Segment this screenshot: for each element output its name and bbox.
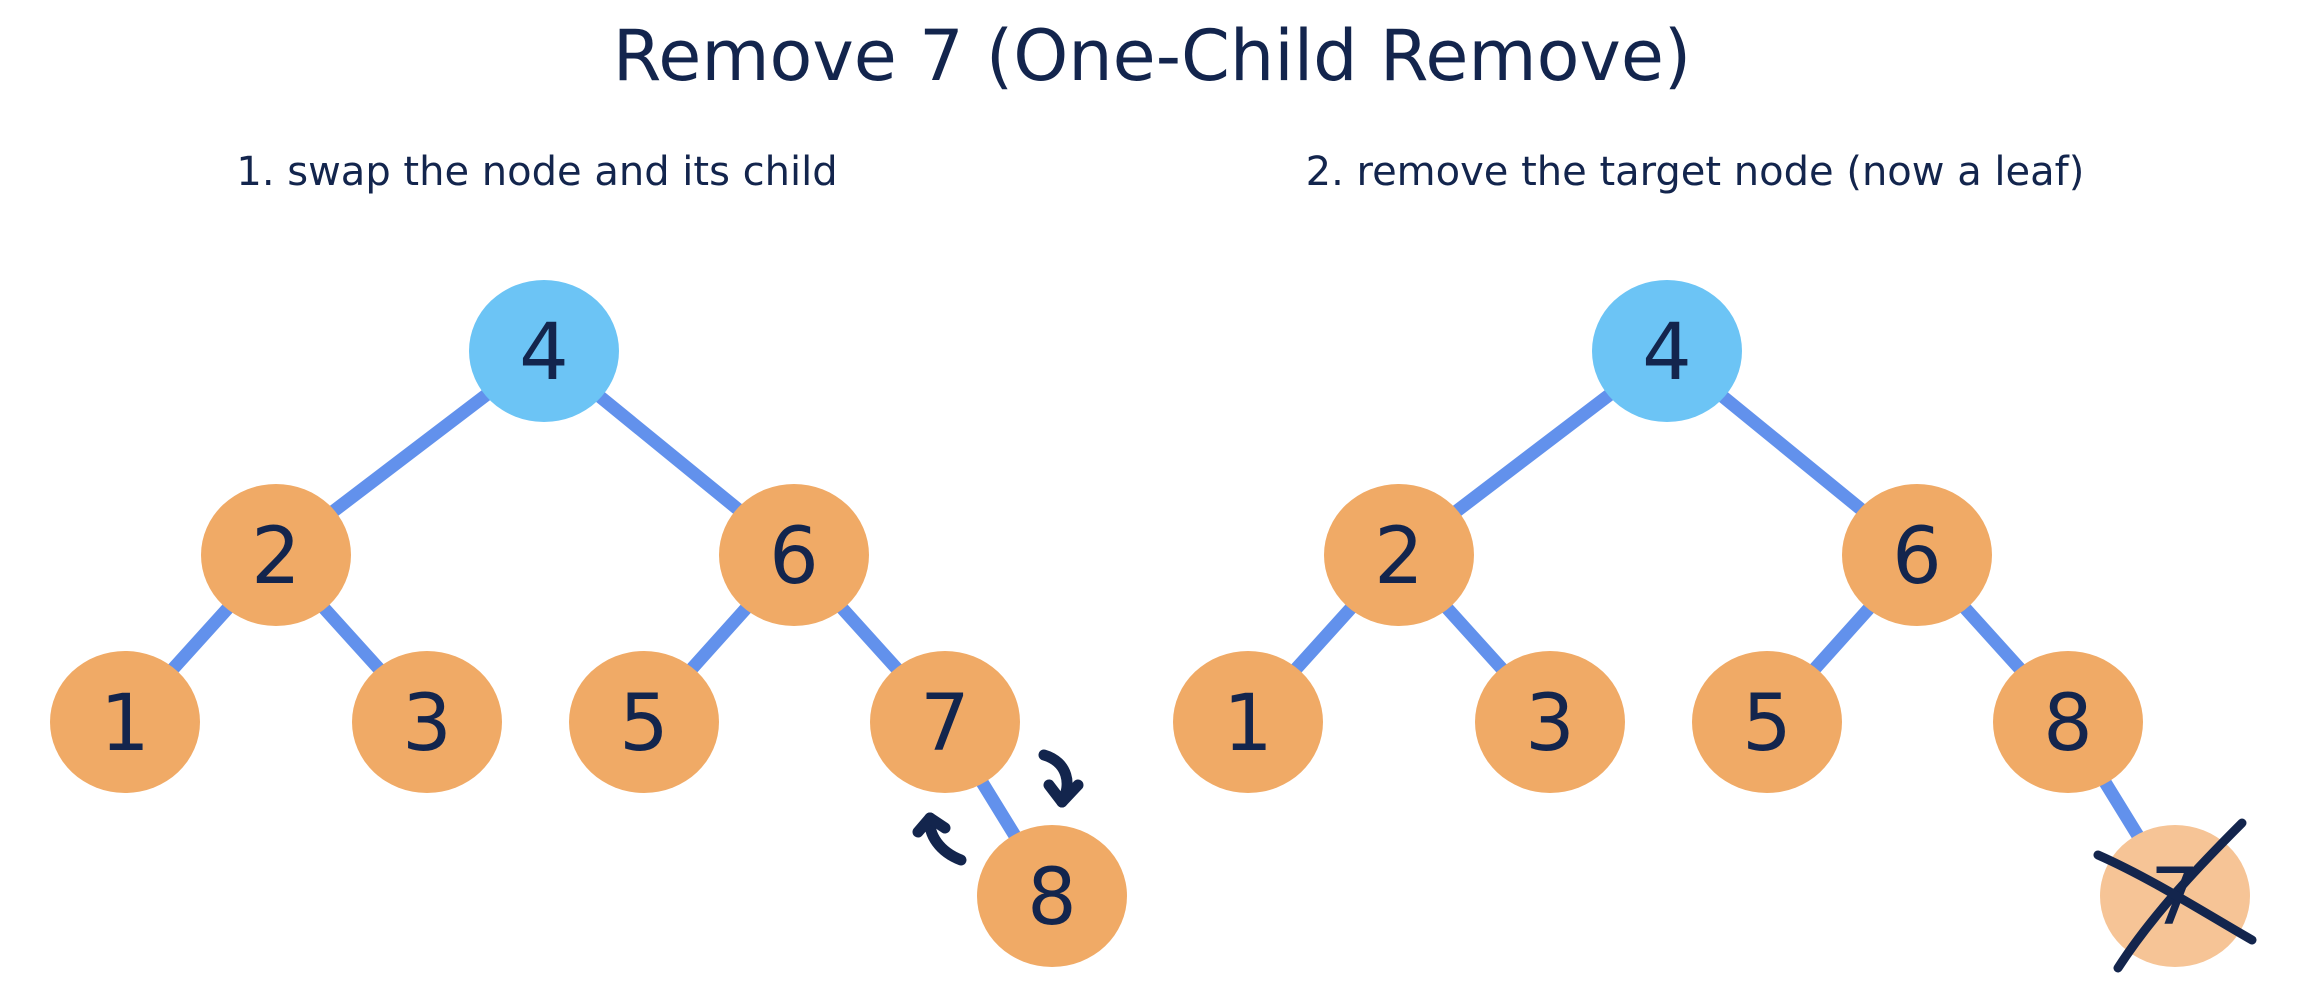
node-circle — [1993, 651, 2143, 793]
node-label: 4 — [1642, 308, 1692, 398]
tree-node-8: 8 — [1993, 651, 2143, 793]
node-label: 1 — [1223, 679, 1273, 769]
tree-node-1: 1 — [1173, 651, 1323, 793]
node-label: 5 — [619, 679, 669, 769]
tree-node-4: 4 — [469, 280, 619, 422]
diagram-title: Remove 7 (One-Child Remove) — [613, 15, 1691, 97]
tree-node-7: 7 — [870, 651, 1020, 793]
node-label: 8 — [2043, 679, 2093, 769]
node-circle — [719, 484, 869, 626]
tree-node-8: 8 — [977, 825, 1127, 967]
tree-node-2: 2 — [201, 484, 351, 626]
tree-node-5: 5 — [569, 651, 719, 793]
node-label: 6 — [769, 512, 819, 602]
node-label: 2 — [1374, 512, 1424, 602]
node-circle — [1592, 280, 1742, 422]
node-circle — [977, 825, 1127, 967]
node-label: 4 — [519, 308, 569, 398]
tree-node-3: 3 — [352, 651, 502, 793]
node-circle — [1324, 484, 1474, 626]
panel-swap-nodes: 4 2 6 1 3 5 78 — [50, 280, 1127, 967]
node-label: 3 — [1525, 679, 1575, 769]
node-circle — [870, 651, 1020, 793]
node-circle — [469, 280, 619, 422]
node-circle — [352, 651, 502, 793]
node-circle — [201, 484, 351, 626]
node-label: 2 — [251, 512, 301, 602]
node-circle — [1842, 484, 1992, 626]
tree-node-3: 3 — [1475, 651, 1625, 793]
node-label: 5 — [1742, 679, 1792, 769]
node-circle — [569, 651, 719, 793]
tree-node-5: 5 — [1692, 651, 1842, 793]
tree-node-1: 1 — [50, 651, 200, 793]
x-cross-icon — [2093, 818, 2257, 973]
node-label: 3 — [402, 679, 452, 769]
node-label: 8 — [1027, 853, 1077, 943]
panel-remove: 2. remove the target node (now a leaf) 4… — [1173, 149, 2257, 973]
node-circle — [1173, 651, 1323, 793]
node-label: 6 — [1892, 512, 1942, 602]
node-circle — [1475, 651, 1625, 793]
tree-node-6: 6 — [1842, 484, 1992, 626]
tree-node-4: 4 — [1592, 280, 1742, 422]
node-circle — [1692, 651, 1842, 793]
node-label: 7 — [920, 679, 970, 769]
panel-swap-caption: 1. swap the node and its child — [236, 149, 837, 195]
tree-node-2: 2 — [1324, 484, 1474, 626]
panel-remove-caption: 2. remove the target node (now a leaf) — [1306, 149, 2085, 195]
node-label: 1 — [100, 679, 150, 769]
panel-swap: 1. swap the node and its child 4 2 6 1 3 5 78 — [50, 149, 1127, 967]
swap-arrows-icon — [912, 749, 1084, 866]
node-circle — [50, 651, 200, 793]
tree-node-6: 6 — [719, 484, 869, 626]
